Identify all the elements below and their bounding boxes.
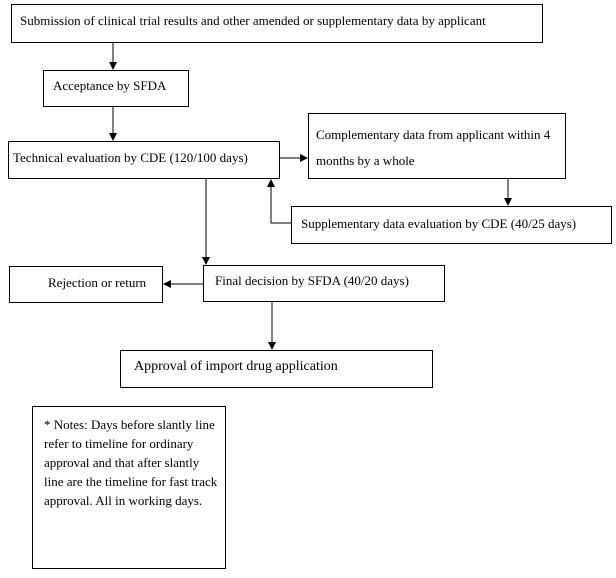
node-supplementary-evaluation: Supplementary data evaluation by CDE (40…: [291, 206, 612, 244]
node-rejection: Rejection or return: [9, 266, 163, 303]
notes-box: * Notes: Days before slantly line refer …: [32, 406, 226, 569]
node-submission: Submission of clinical trial results and…: [11, 4, 543, 43]
arrow-supplementary-to-technical: [267, 179, 291, 224]
node-final-decision: Final decision by SFDA (40/20 days): [203, 265, 445, 302]
node-acceptance: Acceptance by SFDA: [43, 70, 189, 107]
node-technical-evaluation: Technical evaluation by CDE (120/100 day…: [8, 141, 280, 179]
node-approval: Approval of import drug application: [120, 350, 433, 388]
node-complementary-data: Complementary data from applicant within…: [308, 113, 566, 179]
